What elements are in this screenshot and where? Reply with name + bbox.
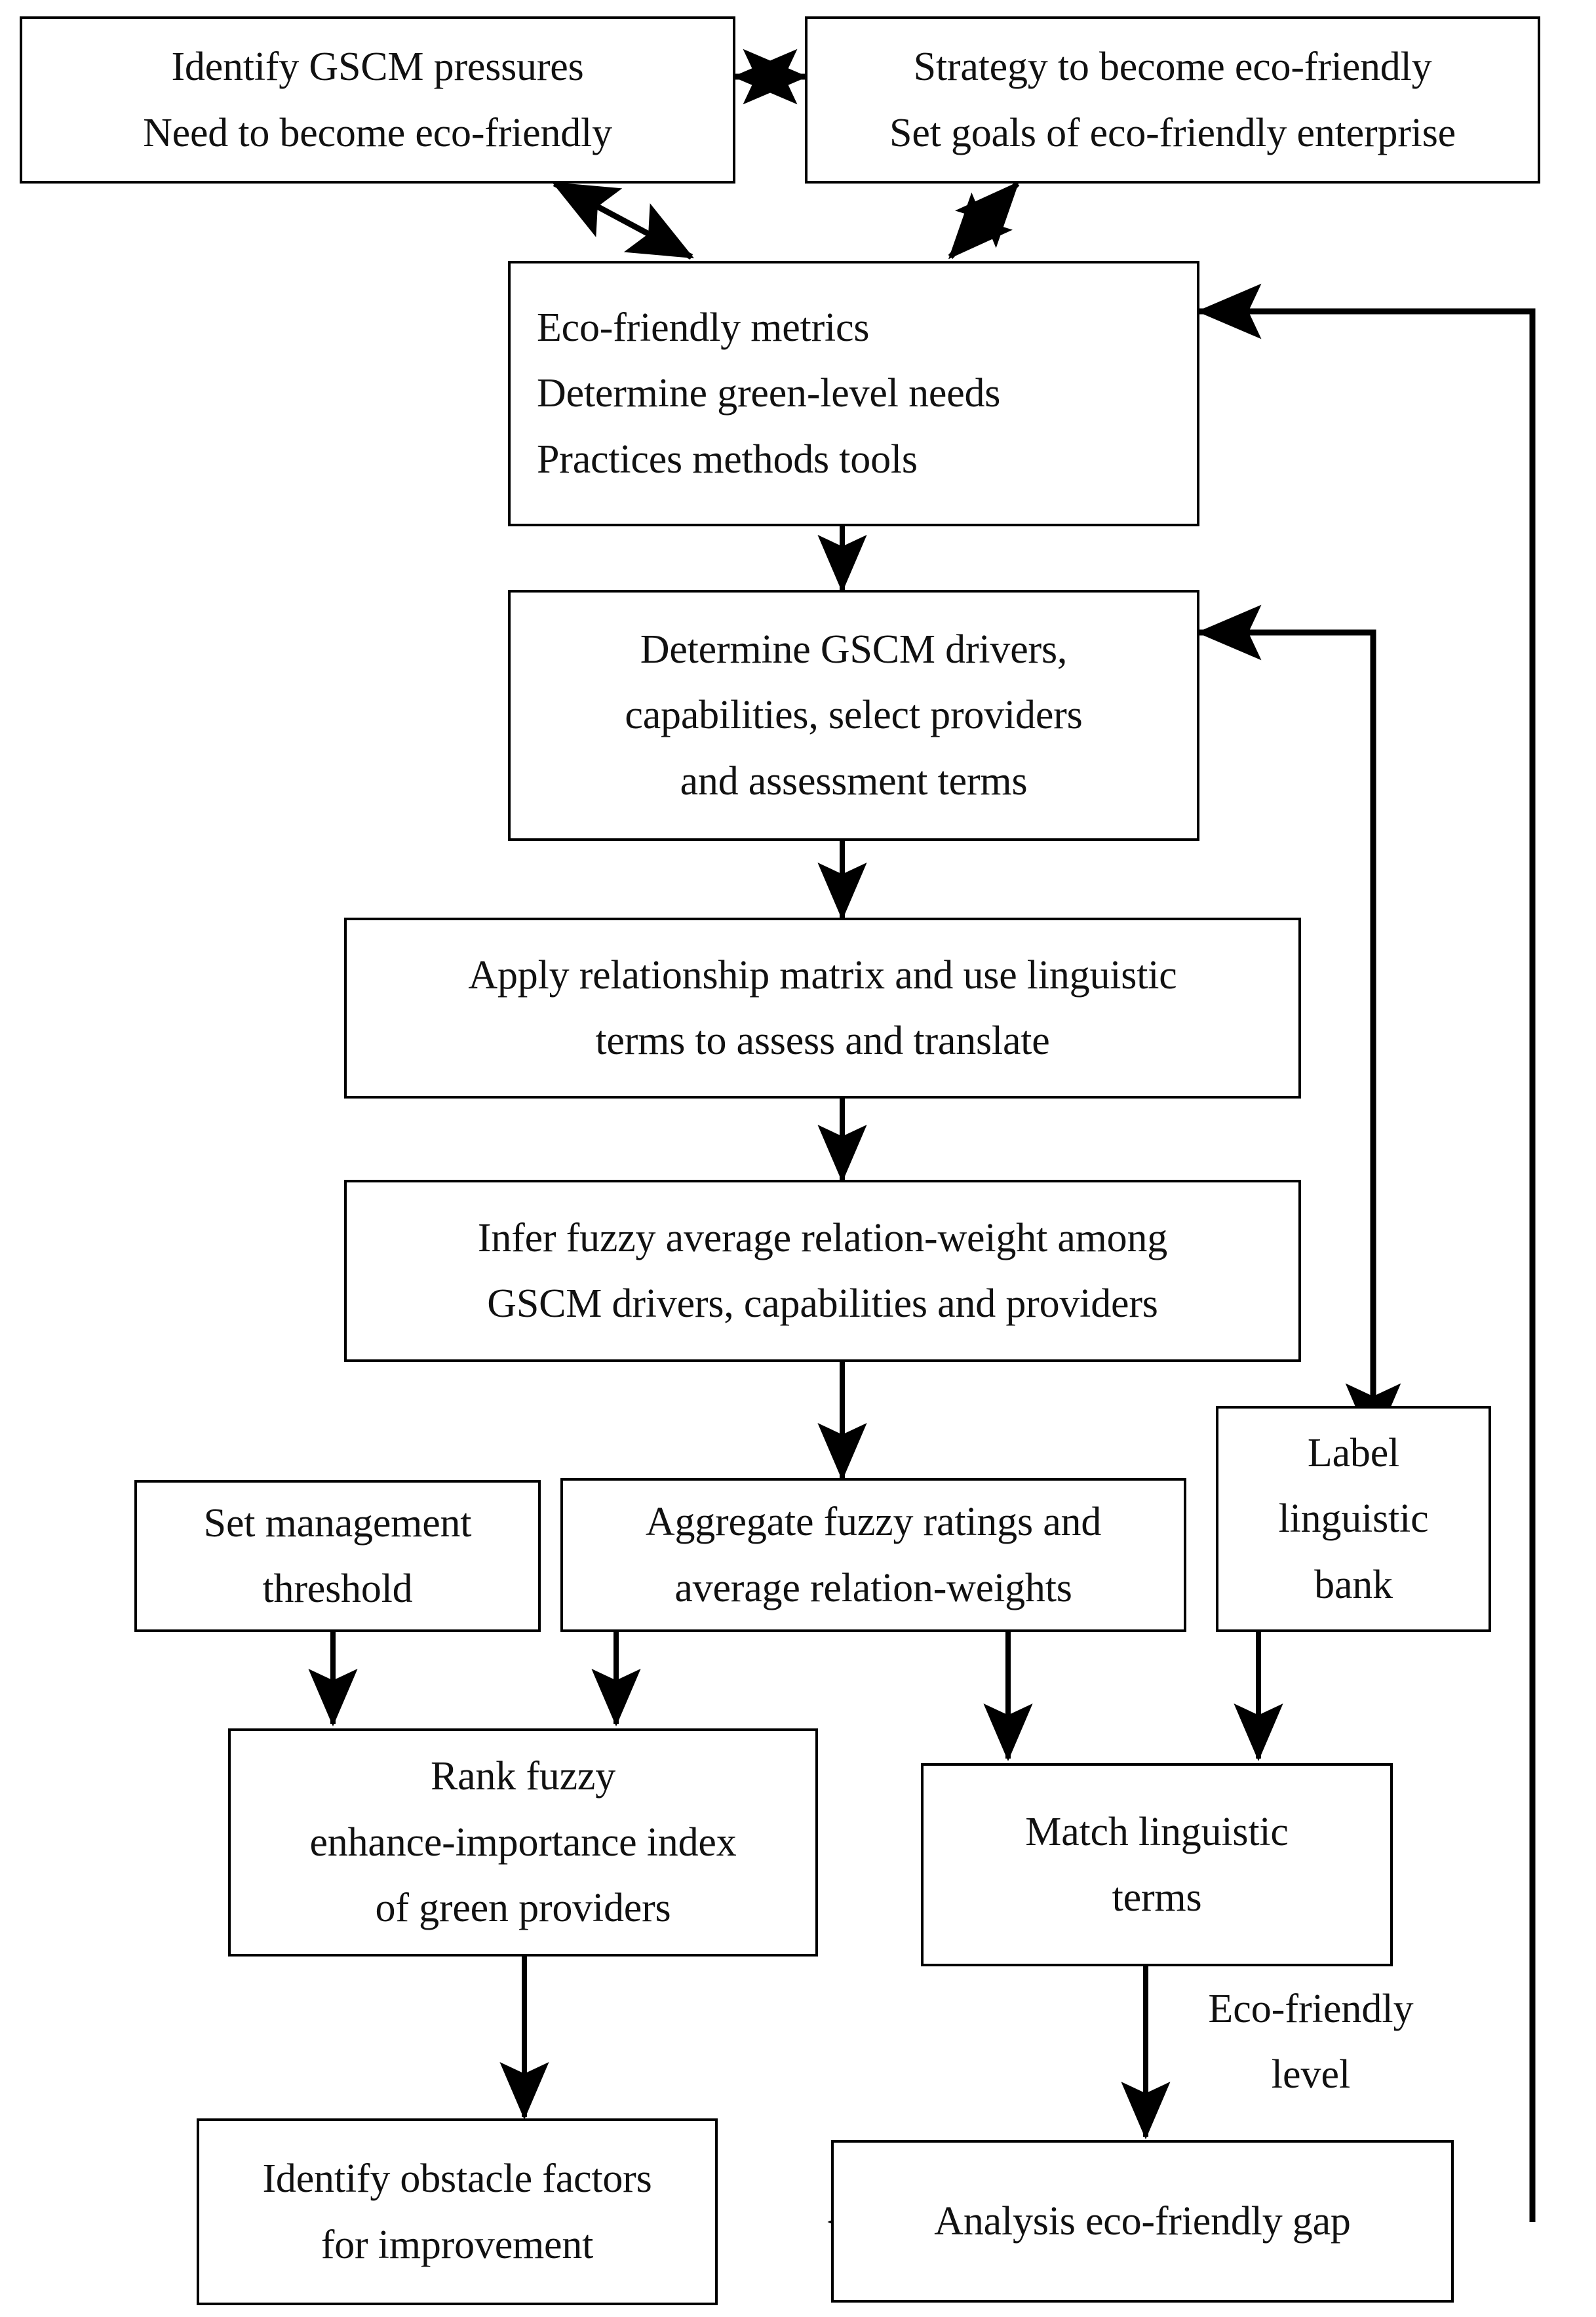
- node-eco-metrics[interactable]: Eco-friendly metrics Determine green-lev…: [508, 261, 1199, 526]
- node-set-threshold[interactable]: Set management threshold: [134, 1480, 541, 1632]
- node-label-bank[interactable]: Label linguistic bank: [1216, 1406, 1491, 1632]
- node-line: Practices methods tools: [537, 437, 918, 482]
- node-line: GSCM drivers, capabilities and providers: [487, 1281, 1158, 1326]
- node-line: Need to become eco-friendly: [143, 110, 612, 155]
- node-analysis-gap[interactable]: Analysis eco-friendly gap: [831, 2140, 1454, 2303]
- edge-pressures-ecometrics: [552, 181, 694, 260]
- node-line: linguistic: [1278, 1496, 1429, 1542]
- node-line: Match linguistic: [1025, 1809, 1289, 1854]
- edge-label-eco-friendly-level: Eco-friendly level: [1173, 1976, 1449, 2108]
- node-infer-fuzzy[interactable]: Infer fuzzy average relation-weight amon…: [344, 1180, 1301, 1362]
- edge-strategy-ecometrics: [948, 181, 1020, 260]
- node-match-terms[interactable]: Match linguistic terms: [921, 1763, 1393, 1966]
- node-line: terms: [1112, 1875, 1202, 1920]
- node-line: and assessment terms: [680, 758, 1028, 804]
- node-line: Infer fuzzy average relation-weight amon…: [477, 1215, 1168, 1260]
- node-strategy-goals[interactable]: Strategy to become eco-friendly Set goal…: [805, 16, 1540, 184]
- edge-label-line: Eco-friendly: [1208, 1987, 1414, 2031]
- node-line: Identify obstacle factors: [262, 2156, 652, 2202]
- node-line: threshold: [262, 1567, 413, 1611]
- node-identify-pressures[interactable]: Identify GSCM pressures Need to become e…: [20, 16, 735, 184]
- node-line: Rank fuzzy: [430, 1754, 616, 1799]
- node-line: Set management: [203, 1500, 472, 1546]
- node-line: Label: [1307, 1430, 1400, 1475]
- node-line: for improvement: [321, 2222, 594, 2267]
- node-line: Determine GSCM drivers,: [640, 627, 1068, 672]
- node-line: Identify GSCM pressures: [171, 45, 584, 90]
- node-line: capabilities, select providers: [625, 693, 1083, 738]
- node-line: Apply relationship matrix and use lingui…: [468, 952, 1177, 998]
- node-line: Strategy to become eco-friendly: [913, 45, 1432, 90]
- node-rank-fuzzy[interactable]: Rank fuzzy enhance-importance index of g…: [228, 1728, 818, 1957]
- node-line: average relation-weights: [674, 1565, 1072, 1610]
- node-relationship-matrix[interactable]: Apply relationship matrix and use lingui…: [344, 918, 1301, 1099]
- node-line: terms to assess and translate: [595, 1019, 1050, 1063]
- edge-label-line: level: [1271, 2052, 1351, 2097]
- node-line: Analysis eco-friendly gap: [934, 2198, 1351, 2244]
- node-line: Aggregate fuzzy ratings and: [645, 1500, 1102, 1545]
- node-line: enhance-importance index: [309, 1820, 737, 1865]
- node-line: Eco-friendly metrics: [537, 305, 870, 350]
- node-determine-drivers[interactable]: Determine GSCM drivers, capabilities, se…: [508, 590, 1199, 841]
- node-aggregate-ratings[interactable]: Aggregate fuzzy ratings and average rela…: [560, 1478, 1186, 1632]
- node-identify-obstacles[interactable]: Identify obstacle factors for improvemen…: [197, 2118, 718, 2305]
- node-line: of green providers: [375, 1886, 671, 1931]
- node-line: bank: [1314, 1562, 1393, 1607]
- node-line: Determine green-level needs: [537, 371, 1001, 416]
- node-line: Set goals of eco-friendly enterprise: [889, 110, 1456, 155]
